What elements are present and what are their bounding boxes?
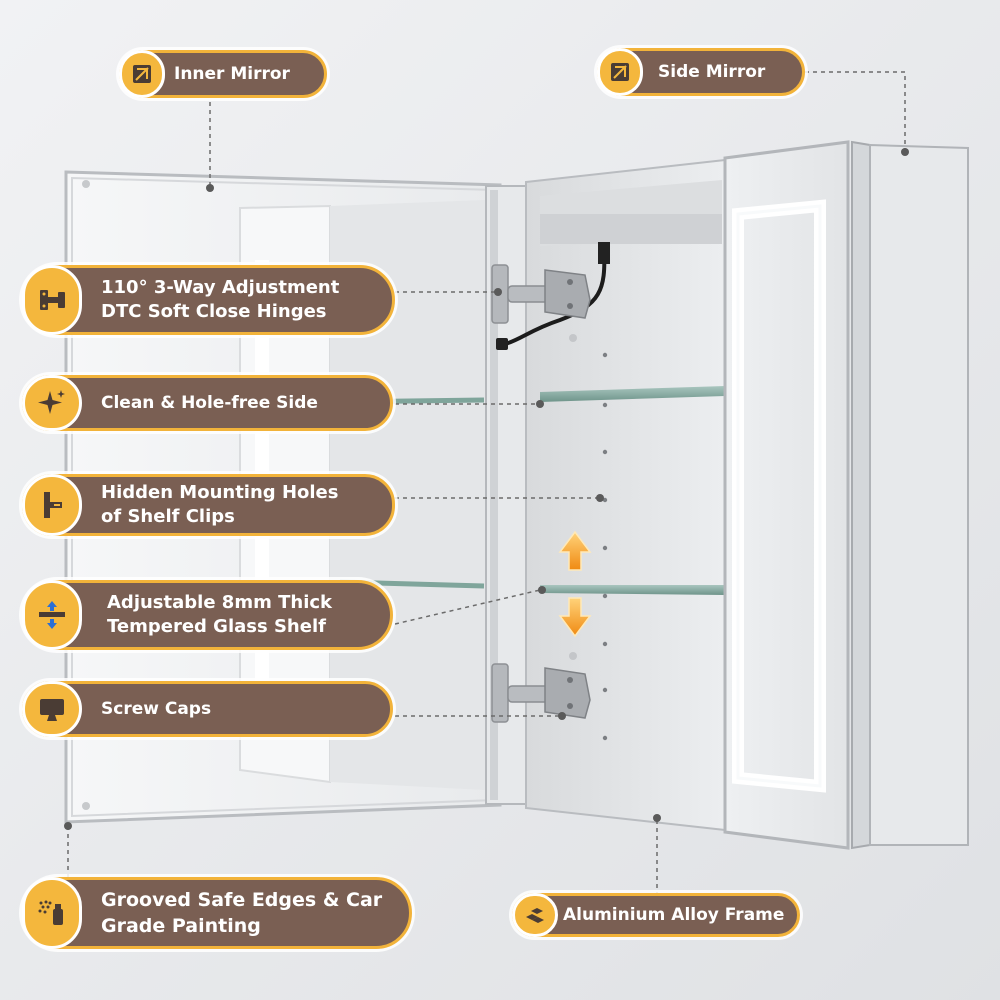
grooved-edges-line-2: Grade Painting [101, 915, 261, 937]
clean-side-callout: Clean & Hole-free Side [22, 375, 393, 431]
aluminium-bars-icon [512, 893, 558, 937]
glass-shelf-line-2: Tempered Glass Shelf [107, 616, 326, 637]
mounting-holes-line-2: of Shelf Clips [101, 506, 235, 527]
sparkle-icon [22, 375, 82, 431]
screw-caps-label: Screw Caps [101, 699, 212, 719]
hinges-line-1: 110° 3-Way Adjustment [101, 277, 340, 298]
side-mirror-panel [851, 140, 969, 850]
inner-mirror-callout: Inner Mirror [119, 50, 327, 98]
hinges-callout: 110° 3-Way Adjustment DTC Soft Close Hin… [22, 265, 395, 335]
right-led-mirror-door [723, 140, 850, 850]
clean-side-label: Clean & Hole-free Side [101, 393, 318, 413]
hinges-line-2: DTC Soft Close Hinges [101, 301, 327, 322]
side-mirror-label: Side Mirror [658, 62, 766, 82]
adjust-shelf-icon [22, 580, 82, 650]
screw-cap-icon [22, 681, 82, 737]
hinge-bottom [491, 663, 591, 723]
glass-shelf-top [540, 386, 725, 402]
frame-callout: Aluminium Alloy Frame [512, 893, 800, 937]
inner-mirror-label: Inner Mirror [174, 64, 290, 84]
mirror-icon [597, 48, 643, 96]
spray-paint-icon [22, 877, 82, 949]
frame-label: Aluminium Alloy Frame [563, 905, 785, 925]
leader-lines [67, 71, 906, 893]
grooved-edges-line-1: Grooved Safe Edges & Car [101, 889, 383, 911]
grooved-edges-callout: Grooved Safe Edges & Car Grade Painting [22, 877, 412, 949]
glass-shelf-line-1: Adjustable 8mm Thick [107, 592, 332, 613]
hinge-icon [22, 265, 82, 335]
leader-dots [64, 148, 909, 830]
screw-caps-callout: Screw Caps [22, 681, 393, 737]
mirror-icon [119, 50, 165, 98]
mounting-holes-line-1: Hidden Mounting Holes [101, 482, 339, 503]
cabinet-interior [496, 158, 726, 832]
side-mirror-callout: Side Mirror [597, 48, 805, 96]
glass-shelf-callout: Adjustable 8mm Thick Tempered Glass Shel… [22, 580, 393, 650]
shelf-adjust-arrows [558, 530, 592, 638]
glass-shelf-bottom [540, 585, 725, 595]
mounting-holes-callout: Hidden Mounting Holes of Shelf Clips [22, 474, 395, 536]
shelf-clip-icon [22, 474, 82, 536]
